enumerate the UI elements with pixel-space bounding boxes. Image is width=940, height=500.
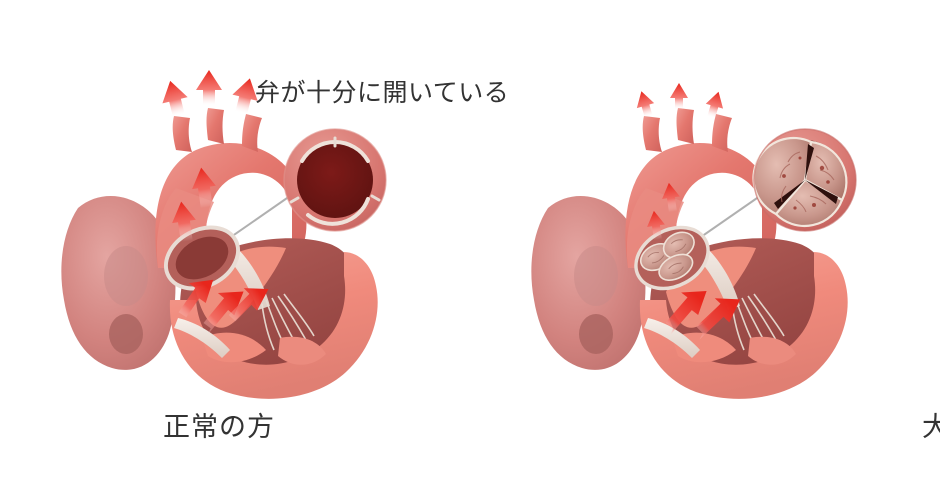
heart-diagram-stenosis — [531, 83, 857, 399]
pulmonary-vein-ostium — [109, 314, 143, 354]
stenotic-orifice — [774, 144, 838, 209]
commissure-marks — [289, 136, 381, 204]
calcification-texture — [647, 239, 687, 275]
flow-arrows-ascending — [172, 167, 216, 243]
inset-calcification-texture — [779, 151, 835, 213]
atrium-shading — [104, 246, 148, 306]
flow-arrows-inflow — [665, 290, 741, 340]
atrium-shading — [574, 246, 618, 306]
papillary-muscle-upper — [748, 336, 796, 365]
inset-valve-stenosis — [752, 128, 857, 232]
left-ventricle-myocardium — [639, 252, 848, 399]
inset-valve-normal — [283, 128, 387, 232]
flow-arrows-inflow — [178, 279, 269, 335]
leaflet-edge-1 — [333, 139, 370, 163]
left-common-carotid — [206, 108, 224, 144]
inset-label-normal: 弁が十分に開いている — [255, 78, 510, 107]
panel-normal: 弁が十分に開いている 正常の方 — [61, 70, 509, 443]
brachiocephalic-trunk — [642, 116, 662, 152]
left-subclavian — [712, 114, 732, 152]
leaflet-edge-2 — [306, 197, 370, 226]
flow-arrows-outflow — [162, 70, 258, 118]
leaflet-edge-3 — [300, 139, 337, 163]
flow-arrows-ascending — [647, 182, 680, 241]
caption-stenosis: 大動脈弁狭窄症の方 — [922, 412, 940, 443]
pulmonary-vein-ostium — [579, 314, 613, 354]
inset-hemorrhagic-specks — [782, 156, 830, 210]
left-common-carotid — [676, 108, 694, 144]
heart-diagram-normal — [61, 70, 387, 399]
left-subclavian — [242, 114, 262, 152]
brachiocephalic-trunk — [172, 116, 192, 152]
calcified-leaflet-3 — [658, 253, 694, 281]
mitral-posterior-leaflet — [174, 318, 230, 358]
mitral-posterior-leaflet — [644, 318, 700, 358]
panel-aortic-stenosis: 弁が固くなりあまり開かない 大動脈弁狭窄症の方 — [470, 0, 940, 500]
papillary-muscle-upper — [278, 336, 326, 365]
left-ventricle-myocardium — [169, 252, 378, 399]
caption-normal: 正常の方 — [163, 412, 275, 443]
aortic-valve-calcified — [634, 225, 710, 291]
flow-arrows-outflow — [636, 83, 724, 119]
